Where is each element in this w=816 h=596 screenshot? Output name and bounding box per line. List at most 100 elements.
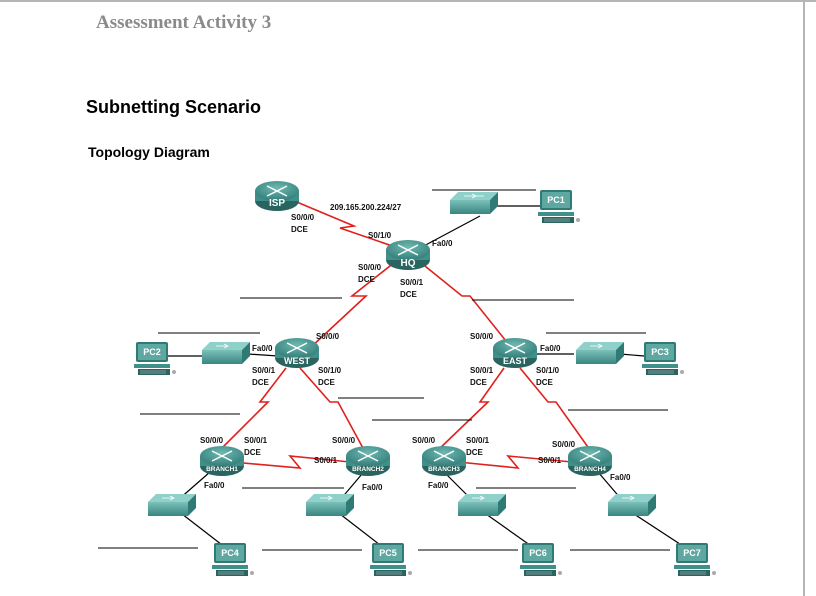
label-b1-fa00: Fa0/0 xyxy=(204,481,225,490)
label-b4-s001: S0/0/1 xyxy=(538,456,562,465)
label-hq-s001-dce: DCE xyxy=(400,290,418,299)
label-hq-s001: S0/0/1 xyxy=(400,278,424,287)
pc5[interactable]: PC5 xyxy=(370,543,412,576)
router-icon xyxy=(275,338,319,368)
isp-hq-network-label: 209.165.200.224/27 xyxy=(330,203,402,212)
link-switch-pc7 xyxy=(633,513,687,549)
router-icon xyxy=(346,446,390,476)
label-east-s010: S0/1/0 xyxy=(536,366,560,375)
router-isp[interactable]: ISP xyxy=(255,181,299,211)
topology-diagram-title: Topology Diagram xyxy=(88,144,210,160)
page-border-right xyxy=(803,0,805,596)
label-east-s001: S0/0/1 xyxy=(470,366,494,375)
label-b4-fa00: Fa0/0 xyxy=(610,473,631,482)
pc-label: PC4 xyxy=(221,548,239,558)
label-b1-dce: DCE xyxy=(244,448,262,457)
pc-icon xyxy=(212,543,254,576)
router-icon xyxy=(422,446,466,476)
label-west-s010-dce: DCE xyxy=(318,378,336,387)
label-west-fa00: Fa0/0 xyxy=(252,344,273,353)
label-east-s001-dce: DCE xyxy=(470,378,488,387)
link-switch-pc5 xyxy=(339,513,385,549)
switch-branch3[interactable] xyxy=(458,494,506,516)
link-west-switch xyxy=(247,353,279,357)
pc-icon xyxy=(134,342,176,375)
switch-icon xyxy=(576,342,624,364)
label-b3-s001: S0/0/1 xyxy=(466,436,490,445)
router-label: EAST xyxy=(503,356,528,366)
label-hq-s010: S0/1/0 xyxy=(368,231,392,240)
label-b3-dce: DCE xyxy=(466,448,484,457)
router-icon xyxy=(386,240,430,270)
switch-branch2[interactable] xyxy=(306,494,354,516)
link-isp-hq xyxy=(291,199,405,251)
label-isp-dce: DCE xyxy=(291,225,309,234)
label-hq-fa00: Fa0/0 xyxy=(432,239,453,248)
label-b3-s000: S0/0/0 xyxy=(412,436,436,445)
pc7[interactable]: PC7 xyxy=(674,543,716,576)
label-west-s000: S0/0/0 xyxy=(316,332,340,341)
label-hq-s000: S0/0/0 xyxy=(358,263,382,272)
pc-icon xyxy=(538,190,580,223)
pc-label: PC7 xyxy=(683,548,701,558)
switch-east[interactable] xyxy=(576,342,624,364)
switch-icon xyxy=(306,494,354,516)
link-east-branch4 xyxy=(519,367,591,451)
link-east-branch3 xyxy=(435,367,505,453)
router-label: WEST xyxy=(284,356,311,366)
label-west-s001: S0/0/1 xyxy=(252,366,276,375)
label-east-s000: S0/0/0 xyxy=(470,332,494,341)
router-label: HQ xyxy=(401,258,416,269)
switch-hq[interactable] xyxy=(450,192,498,214)
router-hq[interactable]: HQ xyxy=(386,240,430,270)
pc-icon xyxy=(370,543,412,576)
pc3[interactable]: PC3 xyxy=(642,342,684,375)
link-branch3-branch4 xyxy=(457,455,573,469)
pc1[interactable]: PC1 xyxy=(538,190,580,223)
label-isp-s000: S0/0/0 xyxy=(291,213,315,222)
label-b2-fa00: Fa0/0 xyxy=(362,483,383,492)
router-east[interactable]: EAST xyxy=(493,338,537,368)
link-west-branch2 xyxy=(299,367,365,451)
page-border-top xyxy=(0,0,816,2)
header-title: Assessment Activity 3 xyxy=(96,12,272,33)
pc2[interactable]: PC2 xyxy=(134,342,176,375)
section-title: Subnetting Scenario xyxy=(86,97,262,117)
link-hq-west xyxy=(309,261,396,349)
pc-label: PC3 xyxy=(651,347,669,357)
link-west-branch1 xyxy=(217,367,287,453)
switch-icon xyxy=(148,494,196,516)
pc-label: PC2 xyxy=(143,347,161,357)
router-branch1[interactable]: BRANCH1 xyxy=(200,446,244,476)
label-b2-s000: S0/0/0 xyxy=(332,436,356,445)
router-label: ISP xyxy=(269,198,285,209)
router-label: BRANCH1 xyxy=(206,466,238,473)
pc4[interactable]: PC4 xyxy=(212,543,254,576)
router-icon xyxy=(200,446,244,476)
label-east-fa00: Fa0/0 xyxy=(540,344,561,353)
router-branch3[interactable]: BRANCH3 xyxy=(422,446,466,476)
router-icon xyxy=(493,338,537,368)
router-west[interactable]: WEST xyxy=(275,338,319,368)
router-icon xyxy=(255,181,299,211)
switch-branch1[interactable] xyxy=(148,494,196,516)
label-b4-s000: S0/0/0 xyxy=(552,440,576,449)
pc-icon xyxy=(520,543,562,576)
link-switch-pc6 xyxy=(485,513,535,549)
label-east-s010-dce: DCE xyxy=(536,378,554,387)
serial-links xyxy=(217,199,591,469)
link-hq-switch1 xyxy=(419,215,481,249)
pc-label: PC1 xyxy=(547,195,565,205)
router-branch2[interactable]: BRANCH2 xyxy=(346,446,390,476)
switch-west[interactable] xyxy=(202,342,250,364)
router-branch4[interactable]: BRANCH4 xyxy=(568,446,612,476)
link-branch1-branch2 xyxy=(231,455,351,469)
router-label: BRANCH4 xyxy=(574,466,606,473)
pc-label: PC5 xyxy=(379,548,397,558)
router-label: BRANCH2 xyxy=(352,466,384,473)
pc6[interactable]: PC6 xyxy=(520,543,562,576)
label-west-s010: S0/1/0 xyxy=(318,366,342,375)
pc-label: PC6 xyxy=(529,548,547,558)
switch-branch4[interactable] xyxy=(608,494,656,516)
